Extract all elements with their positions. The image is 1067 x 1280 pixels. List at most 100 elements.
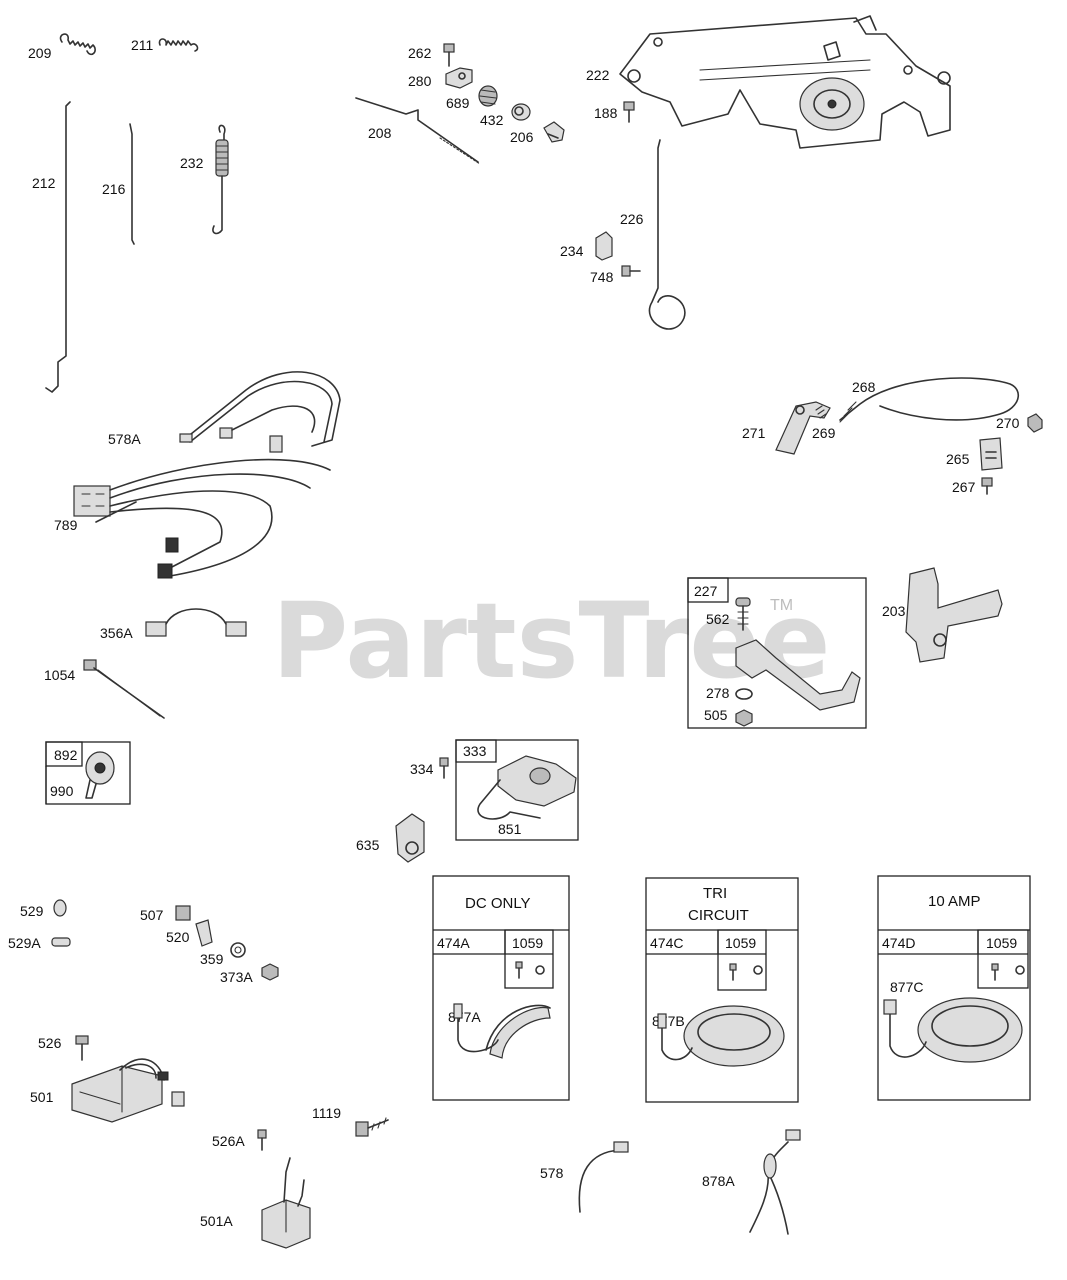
label-526A: 526A xyxy=(212,1133,245,1149)
label-209: 209 xyxy=(28,45,52,61)
armature-kit-333[interactable]: 333 851 xyxy=(455,739,579,841)
kit-474A-hardware: 1059 xyxy=(512,935,543,951)
switch-507[interactable]: 507 xyxy=(140,905,191,923)
label-212: 212 xyxy=(32,175,56,191)
label-562: 562 xyxy=(706,611,730,627)
bracket-203[interactable]: 203 xyxy=(882,567,1003,663)
label-851: 851 xyxy=(498,821,522,837)
lever-271[interactable]: 271 xyxy=(742,401,831,455)
label-501: 501 xyxy=(30,1089,54,1105)
kit-474C-title-2: CIRCUIT xyxy=(688,907,749,924)
label-748: 748 xyxy=(590,269,614,285)
label-262: 262 xyxy=(408,45,432,61)
regulator-501[interactable]: 501 xyxy=(30,1058,185,1123)
spring-269[interactable]: 269 xyxy=(812,405,836,441)
kit-474D-title: 10 AMP xyxy=(928,893,981,910)
clamp-265[interactable]: 265 xyxy=(946,437,1003,471)
label-878A: 878A xyxy=(702,1173,735,1189)
label-268: 268 xyxy=(852,379,876,395)
screw-526[interactable]: 526 xyxy=(38,1035,89,1061)
label-526: 526 xyxy=(38,1035,62,1051)
label-270: 270 xyxy=(996,415,1020,431)
bracket-kit-227[interactable]: 227 562 278 505 xyxy=(687,577,867,729)
label-373A: 373A xyxy=(220,969,253,985)
screw-334[interactable]: 334 xyxy=(410,757,449,779)
kit-474C-title-1: TRI xyxy=(703,885,727,902)
label-789: 789 xyxy=(54,517,78,533)
kit-474D-label: 474D xyxy=(882,935,915,951)
rod-226[interactable]: 226 xyxy=(620,139,686,330)
rod-216[interactable]: 216 xyxy=(102,123,135,245)
regulator-501A[interactable]: 501A xyxy=(200,1157,311,1249)
kit-474D-box[interactable]: 10 AMP 474D 1059 877C xyxy=(877,875,1031,1101)
pin-206[interactable]: 206 xyxy=(510,121,565,145)
label-280: 280 xyxy=(408,73,432,89)
sleeve-529A[interactable]: 529A xyxy=(8,935,71,951)
label-356A: 356A xyxy=(100,625,133,641)
boot-635[interactable]: 635 xyxy=(356,813,425,863)
screw-267[interactable]: 267 xyxy=(952,477,993,495)
label-892: 892 xyxy=(54,747,78,763)
label-216: 216 xyxy=(102,181,126,197)
label-203: 203 xyxy=(882,603,906,619)
lead-578[interactable]: 578 xyxy=(540,1141,629,1213)
spring-232[interactable]: 232 xyxy=(180,124,229,235)
label-501A: 501A xyxy=(200,1213,233,1229)
bolt-262[interactable]: 262 xyxy=(408,43,455,67)
label-359: 359 xyxy=(200,951,224,967)
label-188: 188 xyxy=(594,105,618,121)
label-333: 333 xyxy=(463,743,487,759)
lead-878A[interactable]: 878A xyxy=(702,1129,801,1235)
bracket-520[interactable]: 520 xyxy=(166,919,213,947)
label-208: 208 xyxy=(368,125,392,141)
label-520: 520 xyxy=(166,929,190,945)
bolt-188[interactable]: 188 xyxy=(594,101,635,123)
bolt-1119[interactable]: 1119 xyxy=(312,1105,389,1137)
wire-harness-578A[interactable]: 578A xyxy=(108,371,341,453)
screw-748[interactable]: 748 xyxy=(590,265,641,285)
control-bracket-222[interactable]: 222 xyxy=(586,15,951,149)
kit-474C-box[interactable]: TRI CIRCUIT 474C 1059 877B xyxy=(645,877,799,1103)
label-227: 227 xyxy=(694,583,718,599)
label-269: 269 xyxy=(812,425,836,441)
label-529: 529 xyxy=(20,903,44,919)
kit-474D-hardware: 1059 xyxy=(986,935,1017,951)
spring-689[interactable]: 689 xyxy=(446,85,498,111)
label-226: 226 xyxy=(620,211,644,227)
washer-359[interactable]: 359 xyxy=(200,942,246,967)
label-990: 990 xyxy=(50,783,74,799)
kit-474A-stator: 877A xyxy=(448,1009,481,1025)
label-578A: 578A xyxy=(108,431,141,447)
kit-474C-stator: 877B xyxy=(652,1013,685,1029)
nut-373A[interactable]: 373A xyxy=(220,963,279,985)
label-232: 232 xyxy=(180,155,204,171)
label-505: 505 xyxy=(704,707,728,723)
label-1119: 1119 xyxy=(312,1105,341,1121)
grommet-529[interactable]: 529 xyxy=(20,899,67,919)
kit-474D-stator: 877C xyxy=(890,979,923,995)
tie-1054[interactable]: 1054 xyxy=(44,659,165,719)
spring-211[interactable]: 211 xyxy=(131,37,199,53)
label-334: 334 xyxy=(410,761,434,777)
screw-526A[interactable]: 526A xyxy=(212,1129,267,1151)
bracket-280[interactable]: 280 xyxy=(408,67,473,89)
label-432: 432 xyxy=(480,112,504,128)
kit-474A-label: 474A xyxy=(437,935,470,951)
kit-474A-title: DC ONLY xyxy=(465,895,531,912)
rod-208[interactable]: 208 xyxy=(355,97,481,165)
rod-212[interactable]: 212 xyxy=(32,101,71,393)
label-211: 211 xyxy=(131,37,154,53)
wire-harness-789[interactable]: 789 xyxy=(54,458,331,579)
label-234: 234 xyxy=(560,243,584,259)
cap-432[interactable]: 432 xyxy=(480,103,531,128)
wire-356A[interactable]: 356A xyxy=(100,608,247,641)
spring-209[interactable]: 209 xyxy=(28,33,96,61)
kit-474A-box[interactable]: DC ONLY 474A 1059 877A xyxy=(432,875,570,1101)
key-switch-box[interactable]: 892 990 xyxy=(45,741,131,805)
cable-268[interactable]: 268 xyxy=(839,377,1020,423)
nut-270[interactable]: 270 xyxy=(996,413,1043,433)
kit-474C-hardware: 1059 xyxy=(725,935,756,951)
clip-234[interactable]: 234 xyxy=(560,231,613,261)
label-578: 578 xyxy=(540,1165,564,1181)
